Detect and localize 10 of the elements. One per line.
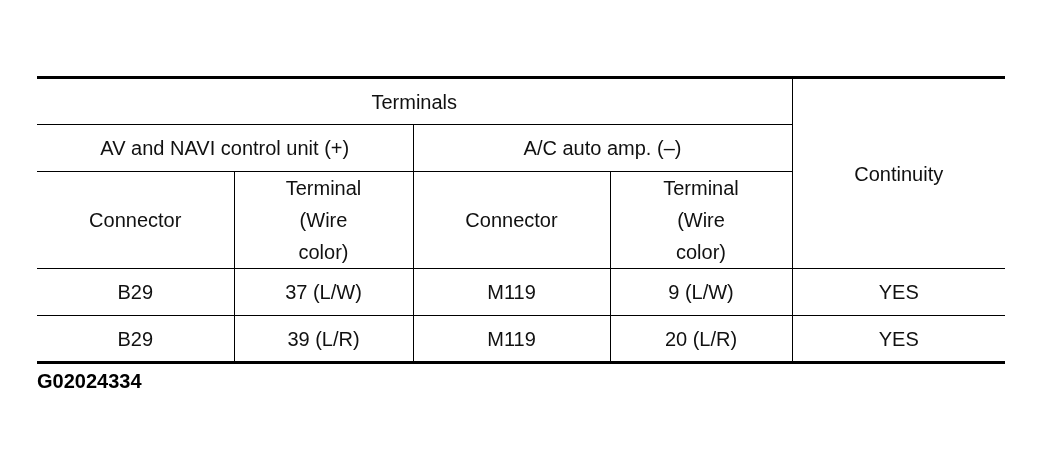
figure-code: G02024334 xyxy=(37,370,142,393)
table-value: 37 (L/W) xyxy=(234,268,413,316)
table-value: B29 xyxy=(37,268,234,316)
column-header: Terminals xyxy=(37,77,792,125)
column-header: Connector xyxy=(413,171,610,269)
table-value: 9 (L/W) xyxy=(610,268,792,316)
column-header: Connector xyxy=(37,171,234,269)
column-header: AV and NAVI control unit (+) xyxy=(37,124,413,172)
table-value: M119 xyxy=(413,268,610,316)
column-header: Terminal (Wire color) xyxy=(234,171,413,269)
